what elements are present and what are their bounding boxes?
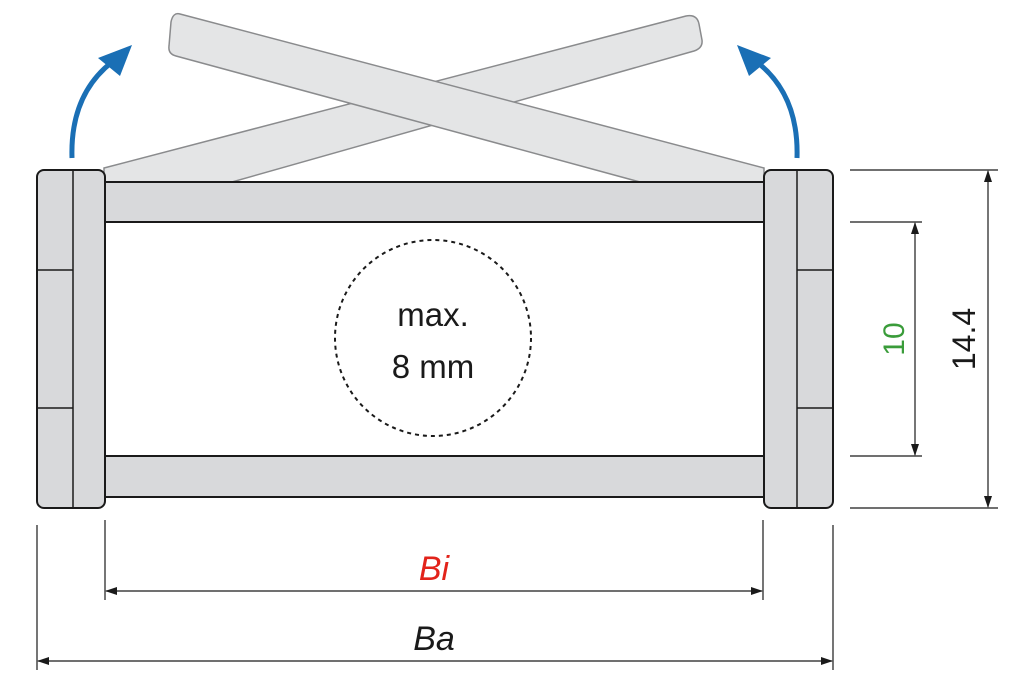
inner-height-dimension	[850, 221, 922, 457]
outer-width-label: Ba	[413, 620, 455, 658]
top-crossbar	[103, 181, 765, 223]
outer-height-dimension	[850, 169, 998, 509]
open-arrow-right-icon	[737, 45, 800, 159]
opened-crossbar-right	[168, 12, 765, 183]
side-link-right	[763, 169, 834, 509]
outer-height-label: 14.4	[946, 308, 982, 370]
side-link-left	[36, 169, 106, 509]
inner-height-label: 10	[878, 322, 911, 355]
max-diameter-value: 8 mm	[392, 348, 475, 385]
inner-width-dimension	[104, 520, 764, 600]
open-arrow-left-icon	[69, 45, 132, 159]
max-cable-diameter-circle	[334, 239, 532, 437]
inner-width-label: Bi	[419, 550, 451, 588]
outer-width-dimension	[36, 525, 834, 670]
bottom-crossbar	[103, 455, 765, 498]
max-label: max.	[397, 296, 469, 333]
